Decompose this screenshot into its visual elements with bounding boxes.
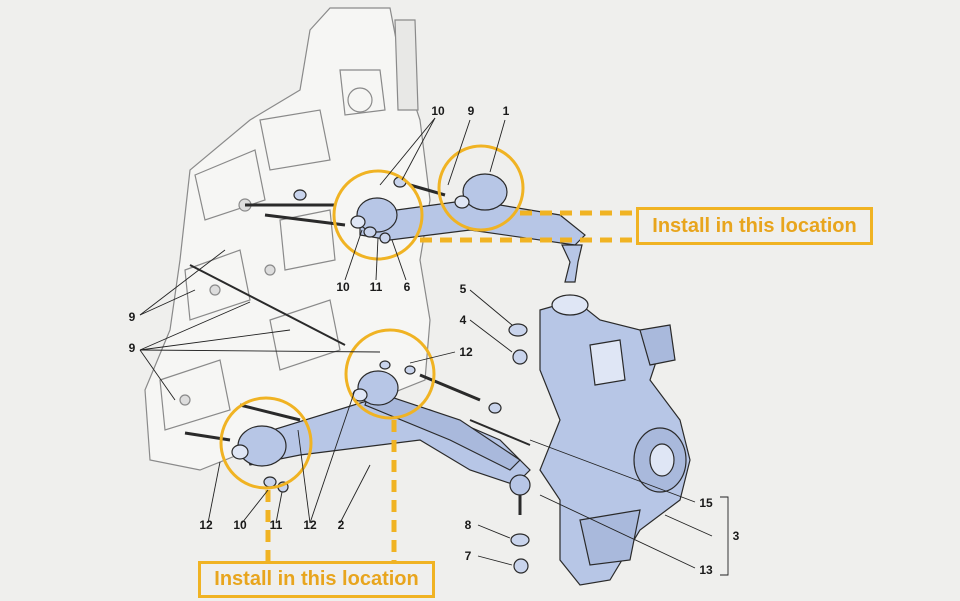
label-leaders xyxy=(139,117,729,576)
lower-control-arm xyxy=(231,370,531,496)
part-number-label: 7 xyxy=(464,549,472,563)
highlight-circle-lower-front xyxy=(344,328,436,420)
highlight-circle-lower-rear xyxy=(219,396,313,490)
part-number-label: 10 xyxy=(431,104,445,118)
highlight-circles xyxy=(219,144,525,490)
part-number-label: 3 xyxy=(732,529,740,543)
part-number-label: 10 xyxy=(233,518,247,532)
part-number-label: 12 xyxy=(199,518,213,532)
part-number-label: 11 xyxy=(269,518,283,532)
chassis-bracket xyxy=(144,7,431,471)
part-number-label: 2 xyxy=(337,518,345,532)
part-number-label: 10 xyxy=(336,280,350,294)
part-number-label: 1 xyxy=(502,104,510,118)
install-location-callout-top: Install in this location xyxy=(636,207,873,245)
part-number-label: 13 xyxy=(699,563,713,577)
part-number-label: 12 xyxy=(459,345,473,359)
callout-leaders xyxy=(265,210,636,562)
part-number-label: 9 xyxy=(128,341,136,355)
part-number-label: 9 xyxy=(467,104,475,118)
part-number-label: 11 xyxy=(369,280,383,294)
part-number-label: 12 xyxy=(303,518,317,532)
install-location-callout-bottom: Install in this location xyxy=(198,561,435,598)
highlight-circle-upper-front xyxy=(332,169,424,261)
part-number-label: 4 xyxy=(459,313,467,327)
part-number-label: 9 xyxy=(128,310,136,324)
part-number-label: 8 xyxy=(464,518,472,532)
steering-knuckle xyxy=(539,294,691,586)
part-number-label: 5 xyxy=(459,282,467,296)
part-number-label: 6 xyxy=(403,280,411,294)
part-number-label: 15 xyxy=(699,496,713,510)
highlight-circle-upper-rear xyxy=(437,144,525,232)
